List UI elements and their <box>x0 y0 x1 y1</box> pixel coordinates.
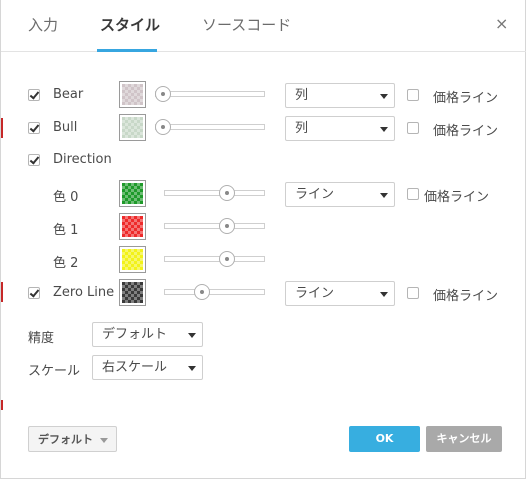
swatch-fill <box>122 216 143 237</box>
scale-select[interactable]: 右スケール <box>92 355 203 380</box>
bull-price-line-checkbox[interactable] <box>407 122 419 134</box>
slider-knob[interactable] <box>219 185 235 201</box>
scale-label: スケール <box>28 364 81 379</box>
chevron-down-icon <box>100 438 108 443</box>
chevron-down-icon <box>380 127 388 132</box>
tab-input[interactable]: 入力 <box>28 16 59 34</box>
ok-button[interactable]: OK <box>349 426 420 452</box>
tab-style[interactable]: スタイル <box>100 16 161 34</box>
plot-label: Bull <box>53 120 78 135</box>
price-line-label: 価格ライン <box>433 124 499 139</box>
precision-select[interactable]: デフォルト <box>92 322 203 347</box>
slider-knob[interactable] <box>219 251 235 267</box>
plot-row-zero-line: Zero Line ライン 価格ライン <box>1 279 526 307</box>
slider-knob[interactable] <box>155 119 171 135</box>
zero-line-price-line-checkbox[interactable] <box>407 287 419 299</box>
chevron-down-icon <box>188 333 196 338</box>
color-1-opacity-slider[interactable] <box>164 218 265 234</box>
plot-label: Direction <box>53 152 112 167</box>
defaults-button[interactable]: デフォルト <box>28 426 117 452</box>
color-0-swatch[interactable] <box>119 180 146 207</box>
plot-row-bear: Bear 列 価格ライン <box>1 81 526 109</box>
zero-line-color-swatch[interactable] <box>119 279 146 306</box>
plot-row-color-2: 色 2 <box>1 246 526 274</box>
color-2-opacity-slider[interactable] <box>164 251 265 267</box>
bull-opacity-slider[interactable] <box>155 119 265 135</box>
swatch-fill <box>122 183 143 204</box>
swatch-fill <box>122 84 143 105</box>
close-icon[interactable]: × <box>495 14 509 33</box>
zero-line-opacity-slider[interactable] <box>164 284 265 300</box>
bear-visible-checkbox[interactable] <box>28 89 40 101</box>
color-0-style-select[interactable]: ライン <box>285 182 395 207</box>
plot-label: Zero Line <box>53 285 115 300</box>
bull-visible-checkbox[interactable] <box>28 122 40 134</box>
chevron-down-icon <box>188 366 196 371</box>
slider-knob[interactable] <box>219 218 235 234</box>
tab-source-code[interactable]: ソースコード <box>202 16 292 34</box>
zero-line-visible-checkbox[interactable] <box>28 287 40 299</box>
swatch-fill <box>122 117 143 138</box>
plot-row-color-1: 色 1 <box>1 213 526 241</box>
bear-style-select[interactable]: 列 <box>285 83 395 108</box>
left-accent-mark <box>1 118 3 138</box>
chevron-down-icon <box>380 94 388 99</box>
color-2-swatch[interactable] <box>119 246 146 273</box>
active-tab-indicator <box>97 49 157 52</box>
bull-color-swatch[interactable] <box>119 114 146 141</box>
slider-knob[interactable] <box>194 284 210 300</box>
color-1-swatch[interactable] <box>119 213 146 240</box>
bull-style-select[interactable]: 列 <box>285 116 395 141</box>
plot-row-bull: Bull 列 価格ライン <box>1 114 526 142</box>
slider-knob[interactable] <box>155 86 171 102</box>
color-label: 色 0 <box>53 190 79 205</box>
precision-label: 精度 <box>28 331 55 346</box>
color-label: 色 2 <box>53 256 79 271</box>
swatch-fill <box>122 282 143 303</box>
price-line-label: 価格ライン <box>433 91 499 106</box>
plot-label: Bear <box>53 87 84 102</box>
zero-line-style-select[interactable]: ライン <box>285 281 395 306</box>
swatch-fill <box>122 249 143 270</box>
bear-price-line-checkbox[interactable] <box>407 89 419 101</box>
precision-row: 精度 デフォルト <box>1 321 526 349</box>
price-line-label: 価格ライン <box>433 289 499 304</box>
direction-visible-checkbox[interactable] <box>28 154 40 166</box>
plot-row-color-0: 色 0 ライン 価格ライン <box>1 180 526 208</box>
bear-opacity-slider[interactable] <box>155 86 265 102</box>
left-accent-mark <box>1 400 3 410</box>
plot-row-direction: Direction <box>1 147 526 175</box>
bear-color-swatch[interactable] <box>119 81 146 108</box>
cancel-button[interactable]: キャンセル <box>426 426 502 452</box>
chevron-down-icon <box>380 292 388 297</box>
chevron-down-icon <box>380 193 388 198</box>
left-accent-mark <box>1 282 3 302</box>
scale-row: スケール 右スケール <box>1 354 526 382</box>
price-line-label: 価格ライン <box>424 190 490 205</box>
color-label: 色 1 <box>53 223 79 238</box>
color-0-opacity-slider[interactable] <box>164 185 265 201</box>
color-0-price-line-checkbox[interactable] <box>407 188 419 200</box>
tab-bar: 入力 スタイル ソースコード × <box>1 0 526 52</box>
